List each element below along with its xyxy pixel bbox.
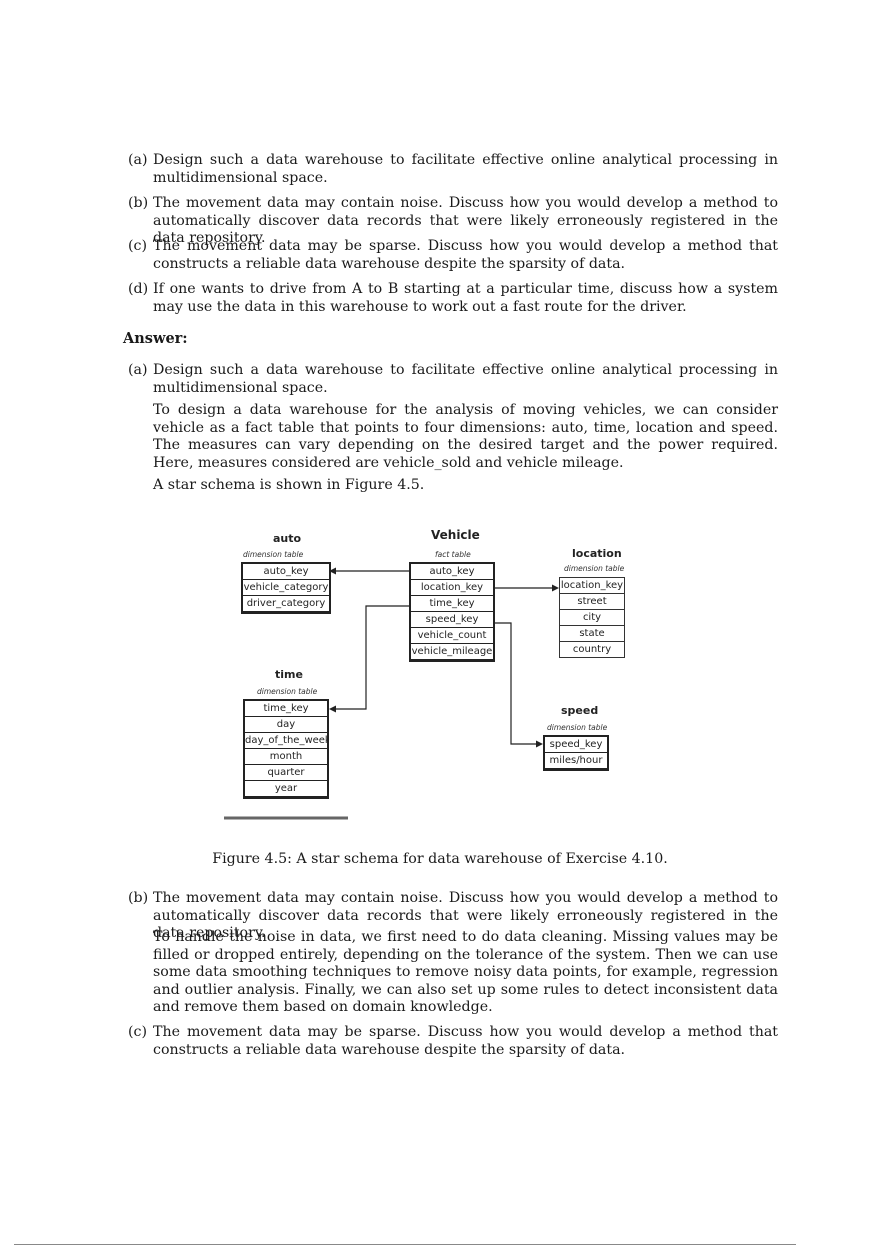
- auto-dimension-table: auto_key vehicle_category driver_categor…: [241, 562, 331, 614]
- table-row: time_key: [411, 596, 493, 612]
- table-row: street: [560, 594, 624, 610]
- location-table-subtitle: dimension table: [564, 564, 625, 573]
- location-dimension-table: location_key street city state country: [559, 577, 625, 658]
- table-row: day_of_the_week: [245, 733, 327, 749]
- answer-c-question: (c) The movement data may be sparse. Dis…: [128, 1024, 778, 1059]
- vehicle-fact-table: auto_key location_key time_key speed_key…: [409, 562, 495, 662]
- auto-table-subtitle: dimension table: [243, 550, 304, 559]
- table-row: city: [560, 610, 624, 626]
- auto-table-title: auto: [273, 532, 302, 545]
- time-dimension-table: time_key day day_of_the_week month quart…: [243, 699, 329, 799]
- answer-label: (b): [128, 890, 149, 906]
- question-b: (b) The movement data may contain noise.…: [128, 195, 778, 248]
- question-text: If one wants to drive from A to B starti…: [153, 281, 778, 315]
- question-text: The movement data may contain noise. Dis…: [153, 195, 778, 246]
- speed-table-title: speed: [561, 704, 599, 717]
- schema-connectors: [224, 567, 559, 820]
- answer-question-text: The movement data may contain noise. Dis…: [153, 890, 778, 941]
- table-row: speed_key: [411, 612, 493, 628]
- answer-a-paragraph: To design a data warehouse for the analy…: [153, 402, 778, 471]
- table-row: day: [245, 717, 327, 733]
- question-d: (d) If one wants to drive from A to B st…: [128, 281, 778, 316]
- page-bottom-rule: [14, 1244, 796, 1245]
- answer-label: (a): [128, 362, 148, 378]
- answer-a-figure-ref: A star schema is shown in Figure 4.5.: [153, 477, 425, 493]
- table-row: vehicle_category: [243, 580, 329, 596]
- fact-table-title: Vehicle: [431, 528, 480, 542]
- answer-heading: Answer:: [123, 330, 188, 347]
- table-row: location_key: [411, 580, 493, 596]
- table-row: country: [572, 644, 612, 655]
- table-row: quarter: [245, 765, 327, 781]
- question-label: (a): [128, 152, 148, 168]
- table-row: vehicle_count: [411, 628, 493, 644]
- speed-table-subtitle: dimension table: [547, 723, 608, 732]
- table-row: year: [245, 781, 327, 797]
- star-schema-figure: auto dimension table auto_key vehicle_ca…: [215, 522, 645, 822]
- answer-label: (c): [128, 1024, 148, 1040]
- table-row: auto_key: [243, 564, 329, 580]
- speed-dimension-table: speed_key miles/hour: [543, 735, 609, 771]
- location-table-title: location: [572, 547, 622, 560]
- table-row: speed_key: [545, 737, 607, 753]
- answer-question-text: Design such a data warehouse to facilita…: [153, 362, 778, 396]
- figure-caption: Figure 4.5: A star schema for data wareh…: [212, 851, 668, 867]
- question-text: The movement data may be sparse. Discuss…: [153, 238, 778, 272]
- table-row: vehicle_mileage: [411, 644, 493, 660]
- question-label: (c): [128, 238, 148, 254]
- question-label: (d): [128, 281, 149, 297]
- answer-question-text: The movement data may be sparse. Discuss…: [153, 1024, 778, 1058]
- question-label: (b): [128, 195, 149, 211]
- table-row: auto_key: [411, 564, 493, 580]
- answer-b-question: (b) The movement data may contain noise.…: [128, 890, 778, 943]
- time-table-title: time: [275, 668, 303, 681]
- answer-b-paragraph: To handle the noise in data, we first ne…: [153, 929, 778, 1015]
- table-row: driver_category: [243, 596, 329, 612]
- question-c: (c) The movement data may be sparse. Dis…: [128, 238, 778, 273]
- answer-a-question: (a) Design such a data warehouse to faci…: [128, 362, 778, 397]
- table-row: state: [560, 626, 624, 642]
- table-row: time_key: [245, 701, 327, 717]
- table-row: location_key: [560, 578, 624, 594]
- question-a: (a) Design such a data warehouse to faci…: [128, 152, 778, 187]
- table-row: miles/hour: [545, 753, 607, 769]
- fact-table-subtitle: fact table: [435, 550, 471, 559]
- question-text: Design such a data warehouse to facilita…: [153, 152, 778, 186]
- table-row: month: [245, 749, 327, 765]
- time-table-subtitle: dimension table: [257, 687, 318, 696]
